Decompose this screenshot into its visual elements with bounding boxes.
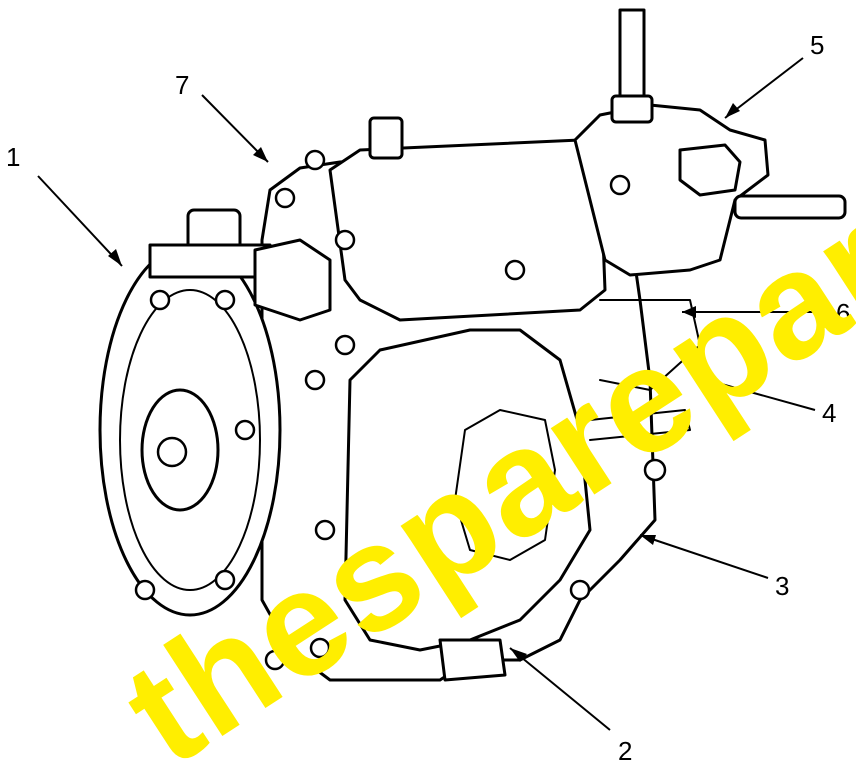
arrowhead-2 <box>510 648 527 662</box>
shaft-base <box>610 94 654 124</box>
arrowhead-4 <box>700 377 716 387</box>
front-cover <box>343 328 592 652</box>
hub-nut <box>156 436 188 468</box>
callout-4: 4 <box>822 398 836 428</box>
housing-bolt <box>334 334 356 356</box>
inlet-fitting-base <box>148 243 272 279</box>
housing-bolt <box>274 187 296 209</box>
side-rod <box>589 409 691 441</box>
callout-2: 2 <box>618 736 632 766</box>
housing-bolt <box>334 229 356 251</box>
flange-bolt <box>134 579 156 601</box>
flange-bolt <box>234 419 256 441</box>
callout-3: 3 <box>775 571 789 601</box>
housing-bolt <box>304 149 326 171</box>
housing-bolt <box>304 369 326 391</box>
callout-labels: 1 2 3 4 5 6 7 <box>6 30 850 766</box>
housing-bolt <box>643 458 667 482</box>
callout-5: 5 <box>810 30 824 60</box>
leader-4 <box>699 377 816 411</box>
flange-bolt <box>214 569 236 591</box>
housing-bolt <box>314 519 336 541</box>
outlet-boss <box>438 638 507 682</box>
leader-1 <box>37 175 123 267</box>
governor-housing <box>328 138 607 322</box>
housing-bolt <box>609 174 631 196</box>
right-rod <box>733 194 847 220</box>
leader-2 <box>509 647 611 731</box>
connector-tube <box>253 238 332 322</box>
housing-bolt <box>569 579 591 601</box>
arrowhead-6 <box>682 306 696 318</box>
housing-bolt <box>309 637 331 659</box>
pump-illustration <box>98 8 847 682</box>
flange-bolt <box>214 289 236 311</box>
arrowhead-7 <box>253 147 268 162</box>
callout-1: 1 <box>6 142 20 172</box>
side-fitting <box>678 143 742 197</box>
top-fitting <box>368 116 404 160</box>
flange-bolt <box>149 289 171 311</box>
leader-3 <box>639 534 769 579</box>
arrowhead-5 <box>725 103 740 118</box>
housing-bolt <box>264 649 286 671</box>
leader-7 <box>201 94 269 163</box>
callout-6: 6 <box>836 298 850 328</box>
housing-bolt <box>504 259 526 281</box>
inner-plate <box>454 409 556 561</box>
flange-inner <box>119 289 261 591</box>
side-bracket <box>599 299 701 391</box>
leader-lines <box>37 57 830 731</box>
arrowhead-3 <box>640 535 656 545</box>
arrowhead-1 <box>108 249 122 266</box>
leader-5 <box>724 57 804 119</box>
callout-7: 7 <box>175 70 189 100</box>
vertical-shaft <box>618 8 646 102</box>
